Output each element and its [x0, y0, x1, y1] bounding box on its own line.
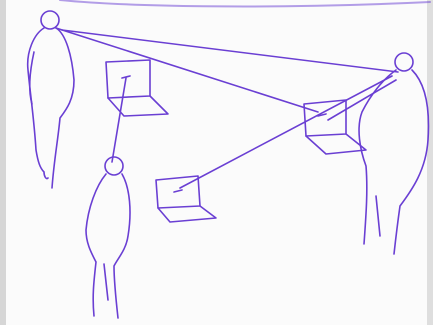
line-person-top-left-to-person-right	[62, 30, 398, 72]
person-top-left-head	[41, 11, 59, 29]
laptop-top-screen-mark	[122, 76, 130, 78]
paper-right-edge	[427, 0, 433, 325]
laptop-right-screen	[304, 100, 346, 136]
line-person-top-left-to-laptop-right	[56, 28, 318, 112]
cropped-heading-stroke	[60, 0, 430, 6]
laptop-top-screen	[106, 60, 150, 98]
paper-left-edge	[0, 0, 6, 325]
laptop-top-figure	[106, 60, 168, 116]
laptop-right-figure	[304, 100, 366, 154]
laptop-right-keyboard	[306, 134, 366, 154]
line-person-bottom-left-to-laptop-top	[112, 78, 126, 162]
person-right-head	[395, 53, 413, 71]
laptop-top-keyboard	[108, 96, 168, 116]
person-bottom-left-figure	[86, 157, 130, 318]
person-bottom-left-head	[105, 157, 123, 175]
laptop-middle-keyboard	[158, 206, 216, 222]
person-right-body	[359, 70, 428, 254]
person-top-left-arm	[30, 52, 34, 104]
person-top-left-figure	[28, 11, 74, 188]
laptop-middle-figure	[156, 176, 216, 222]
laptop-middle-screen-mark	[174, 190, 182, 192]
person-right-figure	[359, 53, 428, 254]
person-bottom-left-body	[86, 174, 130, 318]
line-person-right-to-laptop-middle	[180, 76, 392, 188]
